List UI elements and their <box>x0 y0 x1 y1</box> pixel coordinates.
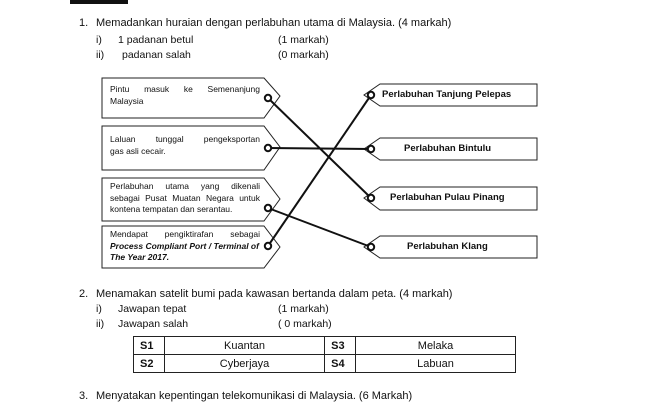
match-line-2 <box>267 147 372 150</box>
description-line: kontena tempatan dan serantau. <box>110 204 233 214</box>
description-line: sebagai Pusat Muatan Negara untuk <box>110 192 260 203</box>
q1-criteria-1-marks: (1 markah) <box>278 34 329 46</box>
connector-dot <box>366 144 376 154</box>
port-tag-2 <box>363 137 538 161</box>
port-label-2: Perlabuhan Bintulu <box>404 143 492 154</box>
connector-dot <box>263 203 273 213</box>
match-line-4 <box>267 94 372 247</box>
connector-dot <box>366 242 376 252</box>
description-line: Mendapat pengiktirafan sebagai <box>110 229 260 239</box>
description-line: The Year 2017. <box>110 252 170 262</box>
connector-dot <box>366 193 376 203</box>
q2-text: Menamakan satelit bumi pada kawasan bert… <box>96 288 453 300</box>
description-line: Process Compliant Port / Terminal of <box>110 240 259 251</box>
q2-number: 2. <box>79 288 89 300</box>
port-tag-3 <box>363 186 538 211</box>
description-line: gas asli cecair. <box>110 146 166 156</box>
description-4: Mendapat pengiktirafan sebagai Process C… <box>110 229 260 264</box>
q2-criteria-2-label: Jawapan salah <box>118 318 189 330</box>
description-3: Perlabuhan utama yang dikenali sebagai P… <box>110 181 260 216</box>
q1-criteria-2-label: padanan salah <box>122 49 191 61</box>
description-2: Laluan tunggal pengeksportan gas asli ce… <box>110 133 260 157</box>
q1-criteria-2-roman: ii) <box>96 49 105 61</box>
q2-criteria-2-marks: ( 0 markah) <box>278 318 332 330</box>
table-cell-name: Cyberjaya <box>163 354 326 373</box>
q1-text: Memadankan huraian dengan perlabuhan uta… <box>96 17 452 29</box>
table-cell-code: S4 <box>324 354 357 373</box>
port-label-4: Perlabuhan Klang <box>407 241 488 252</box>
table-cell-code: S1 <box>133 336 165 355</box>
header-rule <box>70 0 128 4</box>
q2-criteria-2-roman: ii) <box>96 318 105 330</box>
table-cell-name: Kuantan <box>163 336 326 355</box>
q2-criteria-1-roman: i) <box>96 303 102 315</box>
description-line: Perlabuhan utama yang dikenali <box>110 181 260 191</box>
q2-criteria-1-marks: (1 markah) <box>278 303 329 315</box>
table-cell-code: S2 <box>133 354 165 373</box>
description-box-1 <box>101 77 281 119</box>
table-cell-code: S3 <box>324 336 357 355</box>
table-row: S1 Kuantan S3 Melaka <box>133 336 516 355</box>
table-row: S2 Cyberjaya S4 Labuan <box>133 354 516 373</box>
q3-text: Menyatakan kepentingan telekomunikasi di… <box>96 390 413 402</box>
description-line: Laluan tunggal pengeksportan <box>110 134 260 144</box>
q1-number: 1. <box>79 17 89 29</box>
q1-criteria-2-marks: (0 markah) <box>278 49 329 61</box>
description-line: Malaysia <box>110 96 144 106</box>
description-box-4 <box>101 225 281 269</box>
q1-criteria-1-label: 1 padanan betul <box>118 34 194 46</box>
connector-dot <box>263 241 273 251</box>
port-tag-1 <box>363 83 538 107</box>
port-label-3: Perlabuhan Pulau Pinang <box>390 192 505 203</box>
connector-dot <box>366 90 376 100</box>
q1-criteria-1-roman: i) <box>96 34 102 46</box>
description-box-2 <box>101 125 281 171</box>
table-cell-name: Melaka <box>355 336 516 355</box>
connector-dot <box>263 93 273 103</box>
description-1: Pintu masuk ke Semenanjung Malaysia <box>110 83 260 107</box>
table-cell-name: Labuan <box>355 354 516 373</box>
q2-criteria-1-label: Jawapan tepat <box>118 303 187 315</box>
description-line: Pintu masuk ke Semenanjung <box>110 84 260 94</box>
match-line-3 <box>267 207 372 248</box>
port-label-1: Perlabuhan Tanjung Pelepas <box>382 89 512 100</box>
satellite-table: S1 Kuantan S3 Melaka S2 Cyberjaya S4 Lab… <box>133 336 516 373</box>
connector-dot <box>263 143 273 153</box>
q3-number: 3. <box>79 390 89 402</box>
